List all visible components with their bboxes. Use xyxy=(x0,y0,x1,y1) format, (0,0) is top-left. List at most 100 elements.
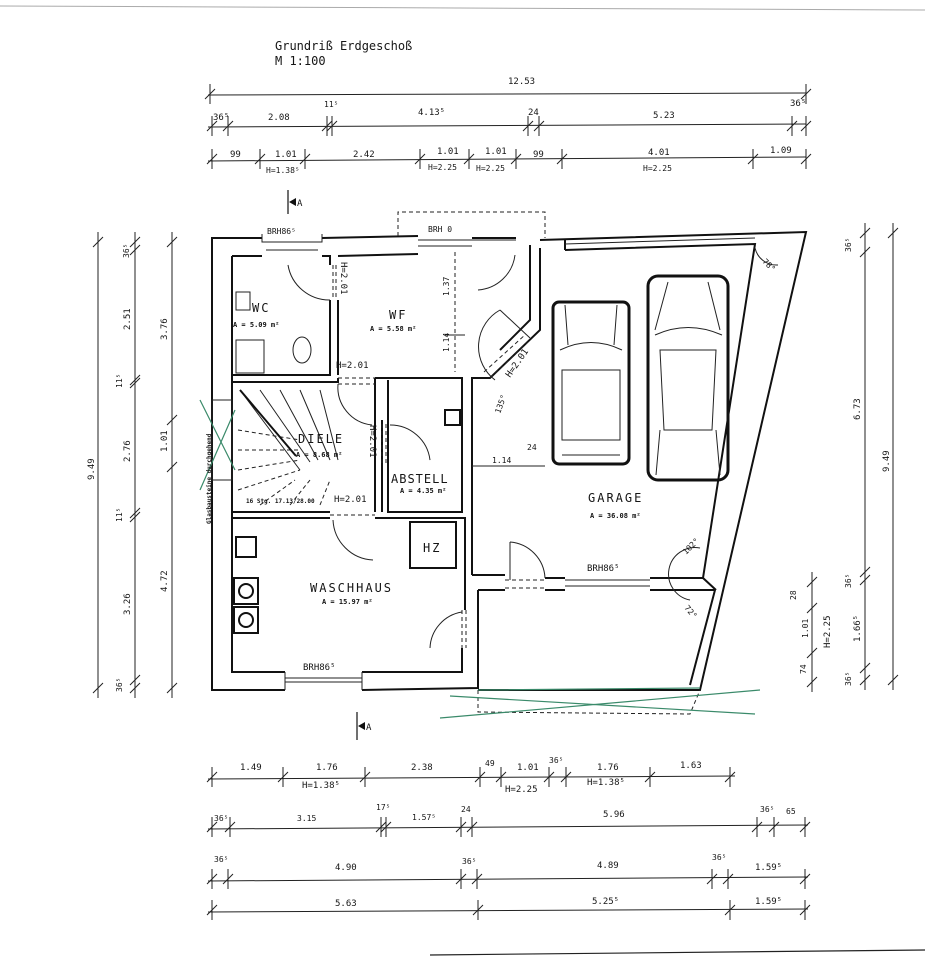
room-area-diele: A = 8.68 m² xyxy=(296,451,342,459)
dimension-tick xyxy=(206,116,218,136)
dimension-tick xyxy=(129,373,141,393)
section-marker-top: A xyxy=(287,190,303,214)
drawing-title: Grundriß Erdgeschoß xyxy=(275,39,412,53)
dim-label: 11⁵ xyxy=(324,100,338,109)
dim-label: 2.42 xyxy=(353,150,375,160)
room-area-wf: A = 5.58 m² xyxy=(370,325,416,333)
dim-label: 5.23 xyxy=(653,111,675,121)
dim-height: H=2.25 xyxy=(823,615,833,648)
washing-machine-icon xyxy=(233,577,259,605)
dimension-tick xyxy=(222,869,234,889)
dimension-tick xyxy=(224,817,236,837)
shower-icon xyxy=(235,339,265,374)
room-name-waschhaus: WASCHHAUS xyxy=(310,581,393,595)
dimension-tick xyxy=(471,869,483,889)
section-label: A xyxy=(297,199,303,209)
dim-label: 36⁵ xyxy=(760,805,774,814)
room-area-waschhaus: A = 15.97 m² xyxy=(322,598,373,606)
dimension-tick xyxy=(556,149,568,169)
bottom-dimensions: 1.49 1.76 H=1.38⁵ 2.38 49 1.01 H=2.25 36… xyxy=(206,756,811,920)
dim-label: 17⁵ xyxy=(376,803,390,812)
dim-total-depth: 9.49 xyxy=(87,458,97,480)
dimension-tick xyxy=(375,817,387,837)
room-name-wc: WC xyxy=(252,301,270,315)
dimension-tick xyxy=(92,232,104,252)
dim-label: 36⁵ xyxy=(213,113,229,123)
dimension-tick xyxy=(495,767,507,787)
dim-label: 24 xyxy=(528,108,539,118)
dimension-tick xyxy=(474,767,486,787)
dim-height: H=1.38⁵ xyxy=(302,781,340,791)
drawing-scale: M 1:100 xyxy=(275,54,326,68)
dimension-tick xyxy=(799,869,811,889)
dimension-tick xyxy=(326,116,338,136)
dimension-tick xyxy=(206,767,218,787)
top-dimensions: 12.53 36⁵ 2.08 11⁵ 4.13⁵ 24 5.23 36⁵ 99 … xyxy=(204,77,812,175)
dim-label: 49 xyxy=(485,759,495,768)
dimension-tick xyxy=(129,507,141,527)
dimension-tick xyxy=(751,817,763,837)
canopy-outline xyxy=(397,211,546,238)
car-left xyxy=(551,300,631,466)
dimension-tick xyxy=(722,869,734,889)
dim-label: 2.08 xyxy=(268,113,290,123)
dim-label: 1.01 xyxy=(275,150,297,160)
section-marker-bottom: A xyxy=(356,712,372,740)
dim-label: 36⁵ xyxy=(844,238,853,252)
dimension-tick xyxy=(166,410,178,430)
dim-label: 5.25⁵ xyxy=(592,897,619,907)
dimension-tick xyxy=(800,116,812,136)
window-sill-label: BRH86⁵ xyxy=(267,227,296,236)
dimension-tick xyxy=(455,869,467,889)
stair-label: 16 Stg. 17.13/28.00 xyxy=(246,498,315,505)
dim-height: H=1.38⁵ xyxy=(266,166,300,175)
dim-height: H=2.25 xyxy=(476,164,505,173)
dimension-tick xyxy=(463,149,475,169)
dim-label: 1.01 xyxy=(160,430,170,452)
dim-label: 4.13⁵ xyxy=(418,108,445,118)
dimension-tick xyxy=(768,817,780,837)
dim-label: 1.01 xyxy=(437,147,459,157)
dimension-tick xyxy=(359,767,371,787)
dimension-tick xyxy=(806,598,818,618)
dim-label: 1.76 xyxy=(316,763,338,773)
room-name-hz: HZ xyxy=(423,541,441,555)
dim-label: 3.26 xyxy=(123,593,133,615)
door-height-label: H=2.01 xyxy=(336,361,369,371)
door-height-label: H=2.01 xyxy=(338,262,348,295)
right-dimensions: 36⁵ 6.73 9.49 36⁵ 1.66⁵ 36⁵ 28 1.01 H=2.… xyxy=(789,223,899,692)
dim-label: 65 xyxy=(786,807,796,816)
angle-label: 135° xyxy=(493,394,508,415)
dim-label: 36⁵ xyxy=(790,99,806,109)
dim-label: 36⁵ xyxy=(549,756,563,765)
dim-label: 1.49 xyxy=(240,763,262,773)
angle-label: 72° xyxy=(682,604,698,621)
dimension-tick xyxy=(414,149,426,169)
dim-total-depth: 9.49 xyxy=(882,450,892,472)
toilet-icon xyxy=(292,336,312,364)
dimension-tick xyxy=(222,116,234,136)
dim-label: 36⁵ xyxy=(462,857,476,866)
dimension-tick xyxy=(644,767,656,787)
paper-edge xyxy=(0,5,925,11)
dimension-tick xyxy=(799,900,811,920)
chimney-icon xyxy=(444,409,461,426)
dim-total-width: 12.53 xyxy=(508,77,535,87)
dimension-tick xyxy=(206,869,218,889)
dimension-tick xyxy=(254,149,266,169)
dim-label: 1.01 xyxy=(517,763,539,773)
dimension-tick xyxy=(206,900,218,920)
angle-label: 78° xyxy=(761,257,778,274)
car-right xyxy=(646,274,730,482)
dim-label: 1.76 xyxy=(597,763,619,773)
dimension-tick xyxy=(380,817,392,837)
dimension-tick xyxy=(806,672,818,692)
dimension-tick xyxy=(129,240,141,260)
room-area-abstell: A = 4.35 m² xyxy=(400,487,446,495)
dim-label: 11⁵ xyxy=(115,508,124,522)
fixtures xyxy=(233,291,461,634)
dim-label: 1.14 xyxy=(492,456,511,465)
dim-label: 36⁵ xyxy=(115,678,124,692)
dimension-tick xyxy=(204,84,216,104)
dim-height: H=2.25 xyxy=(428,163,457,172)
